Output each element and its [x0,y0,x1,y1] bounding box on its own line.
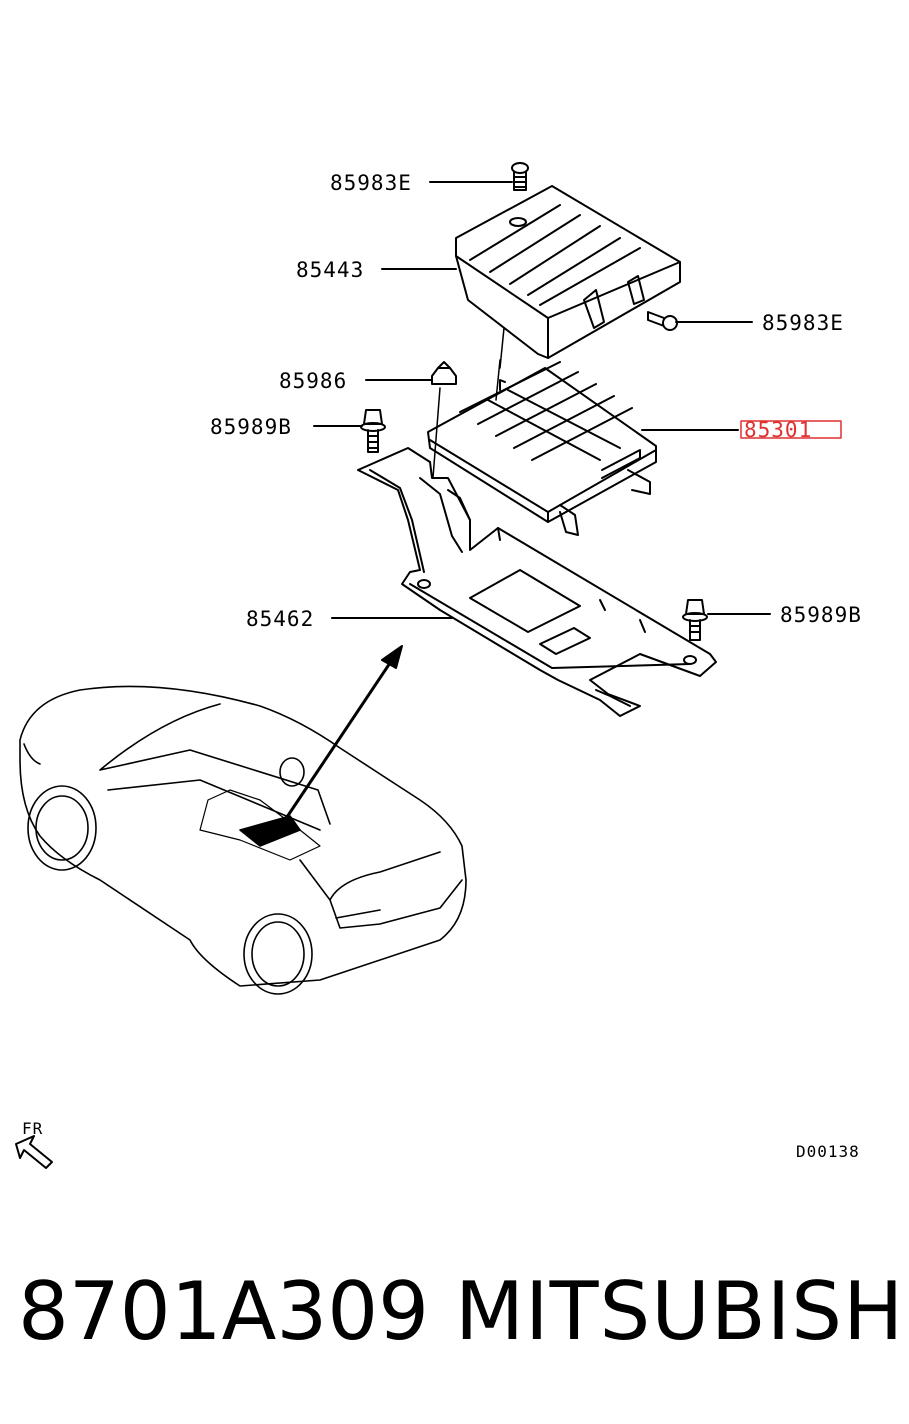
bracket-part [357,447,717,717]
cover-part [455,185,681,359]
leader-lines [313,181,771,619]
callout-amplifier: 85301 [744,418,812,442]
right-bolt [682,599,708,641]
callout-top-screw: 85983E [330,171,412,195]
amplifier-part [427,361,657,536]
left-bolt [360,409,386,453]
brand-name: MITSUBISHI [455,1265,909,1358]
callout-left-bolt: 85989B [210,415,292,439]
side-screw [647,311,678,331]
footer: 8701A309 MITSUBISHI [0,1262,909,1372]
callout-bracket: 85462 [246,607,314,631]
part-number: 8701A309 [18,1265,430,1358]
direction-label: FR [22,1119,43,1138]
callout-cover: 85443 [296,258,364,282]
callout-side-screw: 85983E [762,311,844,335]
diagram-code: D00138 [796,1142,860,1161]
front-direction-icon [15,1135,53,1169]
parts-diagram: 85983E 85443 85983E 85986 85989B 85301 8… [15,162,862,1169]
highlight-box [740,420,842,439]
car-illustration [19,685,467,995]
location-arrow [283,645,403,822]
top-screw [511,162,529,191]
callout-right-bolt: 85989B [780,603,862,627]
callout-nut: 85986 [279,369,347,393]
